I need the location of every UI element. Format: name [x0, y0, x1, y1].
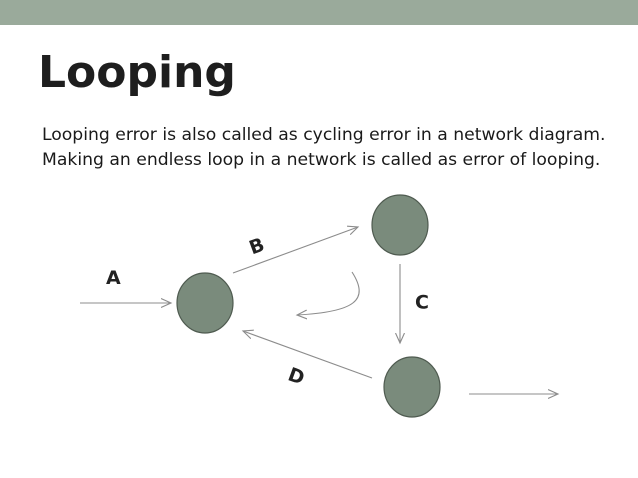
edge-label-c: C — [415, 292, 429, 314]
loop-arrow — [297, 271, 360, 315]
node-start — [176, 272, 234, 334]
slide-body-text: Looping error is also called as cycling … — [42, 125, 606, 170]
edge-label-b: B — [246, 234, 267, 260]
top-accent-bar — [0, 0, 638, 25]
node-bottom — [383, 356, 441, 418]
slide-title: Looping — [38, 47, 236, 98]
edge-b-arrow — [232, 227, 358, 274]
edge-d-arrow — [243, 331, 373, 379]
edge-label-a: A — [106, 267, 121, 289]
node-top — [371, 194, 429, 256]
edge-label-d: D — [285, 363, 307, 389]
